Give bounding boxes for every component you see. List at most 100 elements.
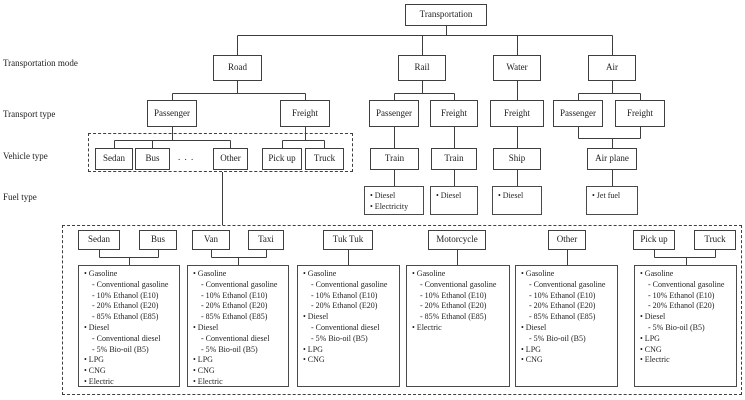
node-truck: Truck <box>305 148 344 170</box>
group-header-van: Van <box>192 230 230 250</box>
fuel-list-tuktuk: • Gasoline- Conventional gasoline- 10% E… <box>297 265 400 387</box>
fuel-line: • LPG <box>84 355 104 365</box>
fuel-line: - 85% Ethanol (E85) <box>420 312 487 322</box>
node-water: Water <box>493 55 541 81</box>
fuel-line: - Conventional gasoline <box>311 279 388 289</box>
fuel-line: - 5% Bio-oil (B5) <box>92 344 149 354</box>
node-transportation: Transportation <box>405 4 487 26</box>
fuel-list-pickup-truck: • Gasoline- Conventional gasoline- 10% E… <box>634 265 737 387</box>
fuel-line: - 10% Ethanol (E10) <box>311 290 378 300</box>
fuel-line: • Jet fuel <box>592 191 621 200</box>
fuel-line: - 20% Ethanol (E20) <box>201 301 268 311</box>
fuel-line: • Electric <box>640 355 670 365</box>
fuel-line: • CNG <box>193 366 215 376</box>
fuel-line: - 85% Ethanol (E85) <box>529 312 596 322</box>
fuel-line: • LPG <box>521 344 541 354</box>
fuel-line: • CNG <box>521 355 543 365</box>
fuel-line: • LPG <box>193 355 213 365</box>
fuel-line: - Conventional diesel <box>92 333 161 343</box>
row-label-vehicle-type: Vehicle type <box>3 151 48 161</box>
node-road-passenger: Passenger <box>147 100 197 127</box>
group-header-motorcycle: Motorcycle <box>428 230 486 250</box>
fuel-line: - 85% Ethanol (E85) <box>92 312 159 322</box>
fuel-line: - 20% Ethanol (E20) <box>529 301 596 311</box>
fuel-line: • CNG <box>84 366 106 376</box>
node-air-freight: Freight <box>615 100 665 127</box>
fuel-line: - Conventional diesel <box>201 333 270 343</box>
group-header-sedan: Sedan <box>78 230 120 250</box>
fuel-line: - 20% Ethanol (E20) <box>420 301 487 311</box>
fuel-line: • Gasoline <box>303 269 337 278</box>
fuel-line: - 10% Ethanol (E10) <box>529 290 596 300</box>
fuel-line: • Electric <box>193 376 223 386</box>
node-train-freight: Train <box>431 148 477 170</box>
group-header-tuktuk: Tuk Tuk <box>323 230 373 250</box>
group-header-other: Other <box>548 230 586 250</box>
fuel-line: - 20% Ethanol (E20) <box>92 301 159 311</box>
node-bus: Bus <box>135 148 170 170</box>
fuel-line: - 5% Bio-oil (B5) <box>529 333 586 343</box>
fuel-line: - Conventional gasoline <box>648 279 725 289</box>
fuel-list-other: • Gasoline- Conventional gasoline- 10% E… <box>515 265 618 387</box>
node-air: Air <box>588 55 636 81</box>
fuel-line: • LPG <box>303 344 323 354</box>
node-sedan: Sedan <box>95 148 133 170</box>
fuel-line: - 10% Ethanol (E10) <box>648 290 715 300</box>
fuel-line: • Electric <box>84 376 114 386</box>
node-air-passenger: Passenger <box>553 100 603 127</box>
row-label-fuel-type: Fuel type <box>3 192 37 202</box>
node-other: Other <box>213 148 248 170</box>
fuel-list-sedan-bus: • Gasoline- Conventional gasoline- 10% E… <box>78 265 180 387</box>
node-airplane: Air plane <box>587 148 637 170</box>
node-road: Road <box>213 55 262 81</box>
fuel-line: • Gasoline <box>84 269 118 278</box>
fuel-line: - Conventional gasoline <box>92 279 169 289</box>
fuel-line: • Gasoline <box>640 269 674 278</box>
road-fuel-detail-dashed-box <box>62 225 742 395</box>
fuel-line: • Diesel <box>370 191 396 200</box>
node-road-freight: Freight <box>280 100 330 127</box>
node-water-freight: Freight <box>490 100 544 127</box>
group-header-bus: Bus <box>139 230 177 250</box>
fuel-line: • Diesel <box>193 322 219 332</box>
fuel-line: • Diesel <box>640 312 666 322</box>
fuel-line: • Electric <box>412 322 442 332</box>
road-vehicles-dashed-box <box>88 133 353 172</box>
fuel-line: • Electricity <box>370 202 409 211</box>
fuel-rail-passenger: • Diesel • Electricity <box>364 186 424 215</box>
fuel-line: - Conventional gasoline <box>201 279 278 289</box>
fuel-line: • Diesel <box>303 312 329 322</box>
node-rail: Rail <box>398 55 446 81</box>
fuel-line: • Gasoline <box>412 269 446 278</box>
fuel-line: • Diesel <box>436 191 462 200</box>
fuel-line: - 85% Ethanol (E85) <box>201 312 268 322</box>
fuel-line: • LPG <box>640 333 660 343</box>
fuel-line: • Diesel <box>84 322 110 332</box>
group-header-taxi: Taxi <box>248 230 284 250</box>
fuel-line: - 10% Ethanol (E10) <box>420 290 487 300</box>
fuel-water-freight: • Diesel <box>492 186 542 215</box>
node-rail-freight: Freight <box>430 100 478 127</box>
fuel-line: - 20% Ethanol (E20) <box>648 301 715 311</box>
fuel-list-van-taxi: • Gasoline- Conventional gasoline- 10% E… <box>187 265 289 387</box>
fuel-line: - Conventional diesel <box>311 322 380 332</box>
fuel-line: - Conventional gasoline <box>529 279 606 289</box>
row-label-transport-type: Transport type <box>3 109 56 119</box>
fuel-line: • Diesel <box>498 191 524 200</box>
row-label-transportation-mode: Transportation mode <box>3 58 78 68</box>
fuel-line: • Gasoline <box>521 269 555 278</box>
group-header-truck: Truck <box>694 230 736 250</box>
fuel-line: • CNG <box>303 355 325 365</box>
node-train-passenger: Train <box>370 148 419 170</box>
node-pickup: Pick up <box>262 148 302 170</box>
fuel-rail-freight: • Diesel <box>430 186 478 215</box>
node-rail-passenger: Passenger <box>369 100 419 127</box>
fuel-line: - 20% Ethanol (E20) <box>311 301 378 311</box>
fuel-line: - 5% Bio-oil (B5) <box>648 322 705 332</box>
node-ship: Ship <box>493 148 541 170</box>
fuel-line: - 5% Bio-oil (B5) <box>311 333 368 343</box>
fuel-line: • Gasoline <box>193 269 227 278</box>
fuel-line: - 10% Ethanol (E10) <box>201 290 268 300</box>
group-header-pickup: Pick up <box>633 230 675 250</box>
